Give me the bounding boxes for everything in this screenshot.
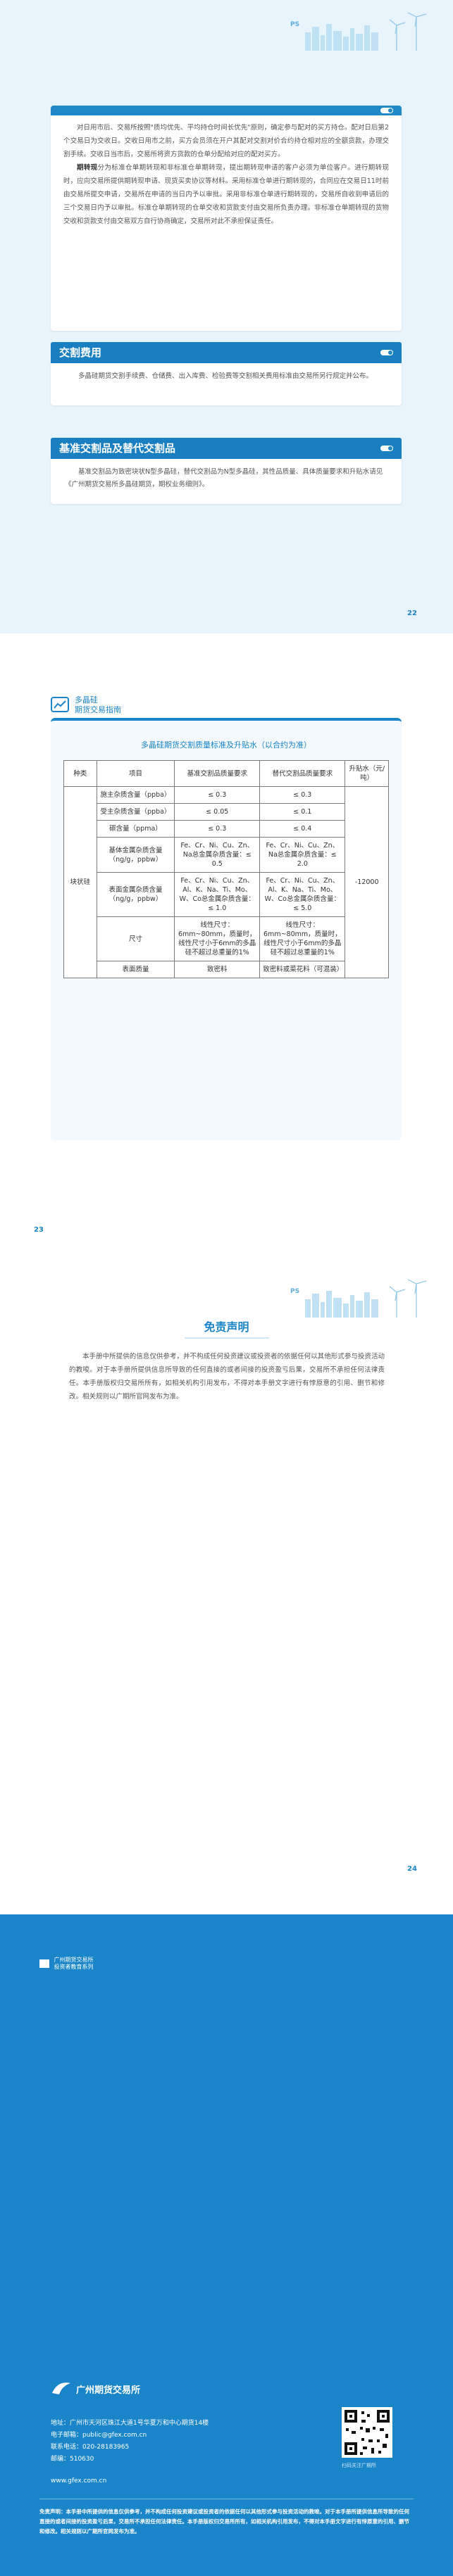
ps-logo: PS [290,1288,300,1295]
fees-body: 多晶硅期货交割手续费、仓储费、出入库费、检验费等交割相关费用标准由交易所另行规定… [78,372,373,380]
contact-info: 地址：广州市天河区珠江大道1号华夏万和中心期货14楼 电子邮箱：public@g… [51,2418,209,2465]
fees-title: 交割费用 [51,342,402,363]
table-row: 块状硅 施主杂质含量（ppba） ≤ 0.3 ≤ 0.3 -12000 [63,786,389,978]
small-logo: 广州期货交易所 投资者教育系列 [39,1957,94,1971]
header-item: 项目 [96,760,175,787]
table-row: 表面金属杂质含量（ng/g，ppbw） Fe、Cr、Ni、Cu、Zn、Al、K、… [64,872,389,917]
ps-logo: PS [290,21,300,28]
page-number: 23 [34,1226,44,1234]
email: 电子邮箱：public@gfex.com.cn [51,2432,147,2439]
brand-name: 广州期货交易所 [76,2385,141,2396]
grade-table: 种类 项目 基准交割品质量要求 替代交割品质量要求 升贴水（元/吨） 块状硅 施… [63,760,389,978]
premium-cell: -12000 [345,786,389,978]
table-row: 表面质量 致密料 致密料或菜花料（可混装） [64,961,389,978]
divider [185,1337,269,1339]
page-23: 多晶硅 期货交易指南 多晶硅期货交割质量标准及升贴水（以合约为准） 种类 项目 … [0,633,453,1267]
chart-icon [51,697,69,712]
category-cell: 块状硅 [63,786,97,978]
grades-title: 基准交割品及替代交割品 [51,438,402,459]
header-category: 种类 [63,760,97,787]
table-row: 碳含量（ppma） ≤ 0.3 ≤ 0.4 [64,820,389,838]
address: 地址：广州市天河区珠江大道1号华夏万和中心期货14楼 [51,2420,209,2427]
grades-section: 基准交割品为致密块状N型多晶硅，替代交割品为N型多晶硅，其性品质量、具体质量要求… [51,459,402,504]
grades-body: 基准交割品为致密块状N型多晶硅，替代交割品为N型多晶硅，其性品质量、具体质量要求… [65,468,383,488]
fees-section: 多晶硅期货交割手续费、仓储费、出入库费、检验费等交割相关费用标准由交易所另行规定… [51,363,402,405]
delivery-rules-card: 对日用市后、交易所按照"质均优先、平均持仓时间长优先"原则，确定参与配对的买方持… [51,106,402,331]
efp-para: 分为标准仓单期转现和非标准仓单期转现，提出期转现申请的客户必须为单位客户。进行期… [63,164,389,225]
disclaimer-title: 免责声明 [204,1320,249,1334]
back-cover: 广州期货交易所 投资者教育系列 广州期货交易所 地址：广州市天河区珠江大道1号华… [0,1914,453,2576]
table-caption: 多晶硅期货交割质量标准及升贴水（以合约为准） [141,740,311,750]
page-number: 24 [407,1865,417,1873]
guide-title: 多晶硅 期货交易指南 [75,695,121,714]
toggle-icon [380,350,393,355]
delivery-para: 对日用市后、交易所按照"质均优先、平均持仓时间长优先"原则，确定参与配对的买方持… [63,124,389,158]
header-alt: 替代交割品质量要求 [259,760,346,787]
qr-code-icon [342,2407,392,2458]
website-link[interactable]: www.gfex.com.cn [51,2477,107,2485]
table-row: 受主杂质含量（ppba） ≤ 0.05 ≤ 0.1 [64,803,389,821]
phone: 联系电话：020-28183965 [51,2444,130,2451]
qr-caption: 扫码关注广期所 [342,2463,376,2468]
postcode: 邮编：510630 [51,2456,94,2463]
toggle-icon [380,446,393,451]
page-number: 22 [407,610,417,617]
table-row: 尺寸 线性尺寸：6mm~80mm，质量时，线性尺寸小于6mm的多晶硅不超过总重量… [64,916,389,961]
page-22: PS 对日用市后、交易所按照"质均优先、平均持仓时间长优先"原则，确定参与配对的… [0,0,453,633]
table-row: 基体金属杂质含量（ng/g，ppbw） Fe、Cr、Ni、Cu、Zn、Na总金属… [64,837,389,873]
city-skyline-icon [305,1279,427,1318]
gfex-logo-icon [39,1959,49,1968]
efp-heading: 期转现 [77,164,98,172]
header-premium: 升贴水（元/吨） [345,760,389,787]
gfex-emblem-icon [52,2382,70,2394]
toggle-icon [380,108,393,113]
city-skyline-icon [305,12,427,51]
header-base: 基准交割品质量要求 [174,760,261,787]
grade-table-card: 多晶硅期货交割质量标准及升贴水（以合约为准） 种类 项目 基准交割品质量要求 替… [51,718,402,1140]
page-24: PS 免责声明 本手册中所提供的信息仅供参考，并不构成任何投资建议或投资者的依据… [0,1267,453,1914]
disclaimer-body: 本手册中所提供的信息仅供参考，并不构成任何投资建议或投资者的依据任何以其他形式参… [69,1353,385,1401]
cover-disclaimer: 免责声明：本手册中所提供的信息仅供参考，并不构成任何投资建议或投资者的依据任何以… [39,2508,409,2534]
